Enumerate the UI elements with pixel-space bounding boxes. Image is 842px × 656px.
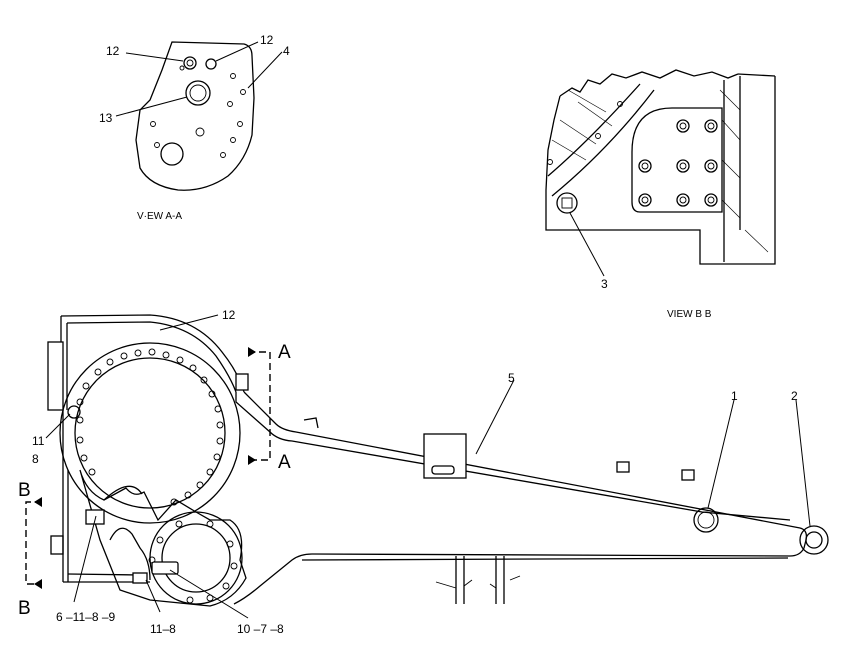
ring-bolts [76, 348, 238, 604]
section-mark-a-top: A [278, 342, 291, 363]
view-a-holes [150, 56, 246, 166]
view-b-caption: VIEW B B [667, 309, 712, 320]
arm-outline [233, 391, 808, 605]
main-view: A A B B 12 5 1 2 11 8 6 –11–8 –9 11–8 10… [18, 308, 829, 636]
lower-gear-ring [149, 511, 243, 605]
view-a-plate-outline [135, 41, 255, 191]
callout-main-10-7-8: 10 –7 –8 [237, 622, 284, 636]
callout-main-6-11-8-9: 6 –11–8 –9 [56, 610, 115, 624]
callout-main-8: 8 [32, 452, 39, 466]
section-mark-b-bottom: B [18, 598, 31, 619]
callout-main-2: 2 [791, 389, 798, 403]
callout-view-a-12-left: 12 [106, 44, 120, 58]
callout-main-11: 11 [32, 434, 45, 448]
callout-view-a-13: 13 [99, 111, 113, 125]
callout-view-b-3: 3 [601, 277, 608, 291]
section-mark-a-bottom: A [278, 452, 291, 473]
view-b-bolts [547, 101, 718, 207]
view-a-a: 12 12 4 13 V·EW A-A [99, 33, 290, 222]
callout-view-a-4: 4 [283, 44, 290, 58]
callout-main-11-8: 11–8 [150, 622, 176, 636]
view-b-b: 3 VIEW B B [545, 69, 776, 320]
arm-clamp-block [423, 433, 467, 479]
upper-gear-ring [59, 342, 241, 524]
callout-main-1: 1 [731, 389, 738, 403]
callout-main-12: 12 [222, 308, 236, 322]
callout-main-5: 5 [508, 371, 515, 385]
section-mark-b-top: B [18, 480, 31, 501]
callout-view-a-12-right: 12 [260, 33, 274, 47]
view-a-caption: V·EW A-A [137, 211, 182, 222]
support-struts [435, 556, 521, 604]
